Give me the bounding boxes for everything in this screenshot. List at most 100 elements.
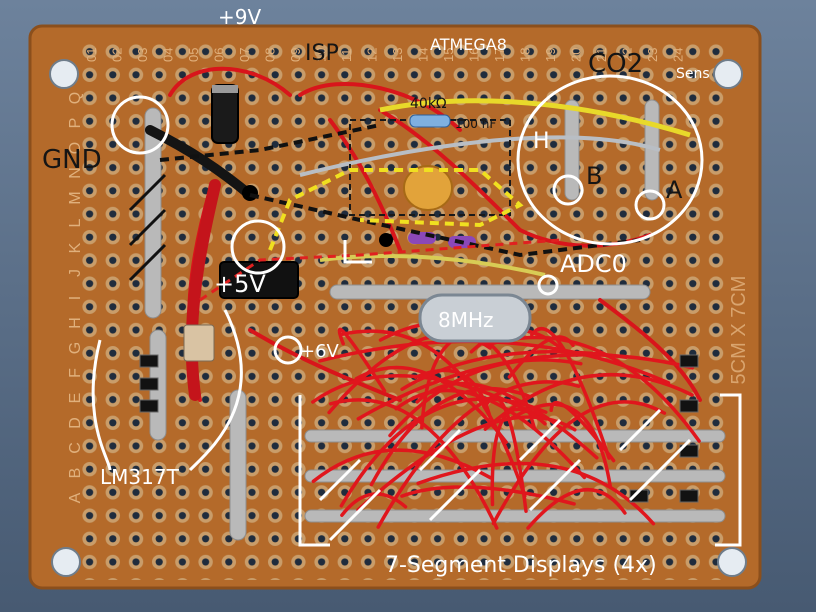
board-size-label: 5CM X 7CM bbox=[728, 276, 750, 385]
label-9v: +9V bbox=[218, 5, 261, 29]
label-crystal: 8MHz bbox=[438, 308, 494, 332]
label-mcu: ATMEGA8 bbox=[430, 35, 507, 54]
mount-hole-bl bbox=[51, 547, 81, 577]
row-letter: A bbox=[67, 492, 84, 503]
jumper-wire bbox=[394, 388, 587, 480]
junction-dot-2 bbox=[379, 233, 393, 247]
column-number: 21 bbox=[594, 48, 609, 62]
column-number: 17 bbox=[492, 48, 507, 62]
row-letter: I bbox=[67, 296, 84, 300]
mount-hole-br bbox=[717, 547, 747, 577]
row-letter: G bbox=[67, 342, 84, 354]
black-wire bbox=[145, 125, 255, 200]
grey-wire bbox=[299, 135, 661, 177]
thick-red-wire bbox=[185, 179, 221, 401]
label-gnd: GND bbox=[42, 145, 102, 175]
row-letter: F bbox=[67, 368, 84, 378]
row-letter: H bbox=[67, 317, 84, 329]
jumper-wire bbox=[337, 327, 387, 393]
row-letter: O bbox=[67, 142, 84, 154]
column-number: 13 bbox=[390, 48, 405, 62]
column-number: 07 bbox=[237, 48, 252, 62]
diode bbox=[211, 84, 239, 144]
overlay-dashed-black bbox=[159, 123, 641, 258]
jumper-wire bbox=[484, 396, 528, 513]
label-6v: +6V bbox=[300, 341, 340, 362]
label-displays: 7-Segment Displays (4x) bbox=[385, 553, 657, 578]
column-number: 06 bbox=[212, 48, 227, 62]
row-letter: M bbox=[67, 191, 84, 204]
jumper-wire bbox=[490, 407, 547, 507]
yellow-wire bbox=[379, 98, 691, 138]
jumper-wire bbox=[415, 381, 599, 460]
jumper-wire bbox=[340, 492, 408, 517]
jumper-wire bbox=[340, 329, 527, 498]
diode-band bbox=[212, 85, 238, 93]
smd-capacitor bbox=[183, 324, 215, 362]
column-number: 05 bbox=[186, 48, 201, 62]
row-letter: P bbox=[67, 118, 84, 129]
label-capacitor: 100 nF bbox=[455, 117, 496, 131]
label-pin-b: B bbox=[586, 162, 602, 190]
row-letter: B bbox=[67, 468, 84, 479]
column-number: 20 bbox=[569, 48, 584, 62]
mount-hole-tl bbox=[49, 59, 79, 89]
jumper-wire bbox=[400, 350, 628, 391]
row-letter: C bbox=[67, 442, 84, 454]
jumper-wire bbox=[509, 402, 613, 489]
overlay-hatching bbox=[318, 408, 692, 542]
column-number: 16 bbox=[467, 48, 482, 62]
overlay-outlines bbox=[91, 74, 742, 547]
label-regulator: LM317T bbox=[100, 465, 180, 489]
crystal-oscillator bbox=[418, 293, 532, 343]
column-number: 01 bbox=[84, 48, 99, 62]
hole-grid bbox=[78, 40, 728, 580]
label-resistor: 40kΩ bbox=[410, 96, 447, 112]
column-number: 11 bbox=[339, 49, 354, 63]
resistor-array bbox=[139, 354, 699, 503]
overlay-dashed-red bbox=[199, 238, 561, 302]
label-5v: +5V bbox=[214, 270, 266, 298]
row-letter: J bbox=[67, 269, 84, 277]
jumper-wire bbox=[388, 358, 583, 438]
column-number: 24 bbox=[671, 48, 686, 62]
label-adc: ADC0 bbox=[560, 250, 627, 278]
jumper-wire bbox=[491, 400, 667, 526]
overlay-dashed-yellow bbox=[268, 168, 524, 251]
column-number: 03 bbox=[135, 48, 150, 62]
column-number: 23 bbox=[645, 48, 660, 62]
column-number: 09 bbox=[288, 48, 303, 62]
jumper-wire bbox=[356, 415, 577, 512]
jumper-wire bbox=[526, 487, 627, 530]
row-letter: K bbox=[67, 242, 84, 253]
junction-dot-1 bbox=[242, 185, 258, 201]
column-number: 12 bbox=[365, 48, 380, 62]
row-letter: E bbox=[67, 393, 84, 404]
row-letter: N bbox=[67, 167, 84, 179]
jumper-wire bbox=[311, 448, 493, 484]
column-number: 08 bbox=[263, 48, 278, 62]
column-number: 15 bbox=[441, 48, 456, 62]
column-number: 22 bbox=[620, 48, 635, 62]
jumper-wire bbox=[376, 380, 581, 529]
mount-hole-tr bbox=[713, 59, 743, 89]
jumper-wire bbox=[311, 374, 547, 420]
label-co2: CO2 bbox=[588, 49, 643, 79]
ceramic-capacitor bbox=[403, 165, 453, 211]
small-resistor bbox=[409, 114, 451, 128]
overlay-hatching-black bbox=[128, 173, 167, 282]
label-isp: ISP bbox=[305, 41, 339, 66]
column-number: 04 bbox=[161, 48, 176, 62]
column-number: 19 bbox=[543, 48, 558, 62]
column-number: 18 bbox=[518, 48, 533, 62]
column-number: 02 bbox=[110, 48, 125, 62]
row-letter: D bbox=[67, 417, 84, 429]
jumper-wire bbox=[339, 397, 548, 508]
column-numbers: 01 02 03 04 05 06 07 08 09 10 11 12 13 14 15 16 17 18 19 20… bbox=[84, 48, 686, 62]
jumper-wire bbox=[328, 398, 499, 530]
column-number: 14 bbox=[416, 48, 431, 62]
column-number: 10 bbox=[314, 48, 329, 62]
row-letter: Q bbox=[67, 92, 84, 104]
